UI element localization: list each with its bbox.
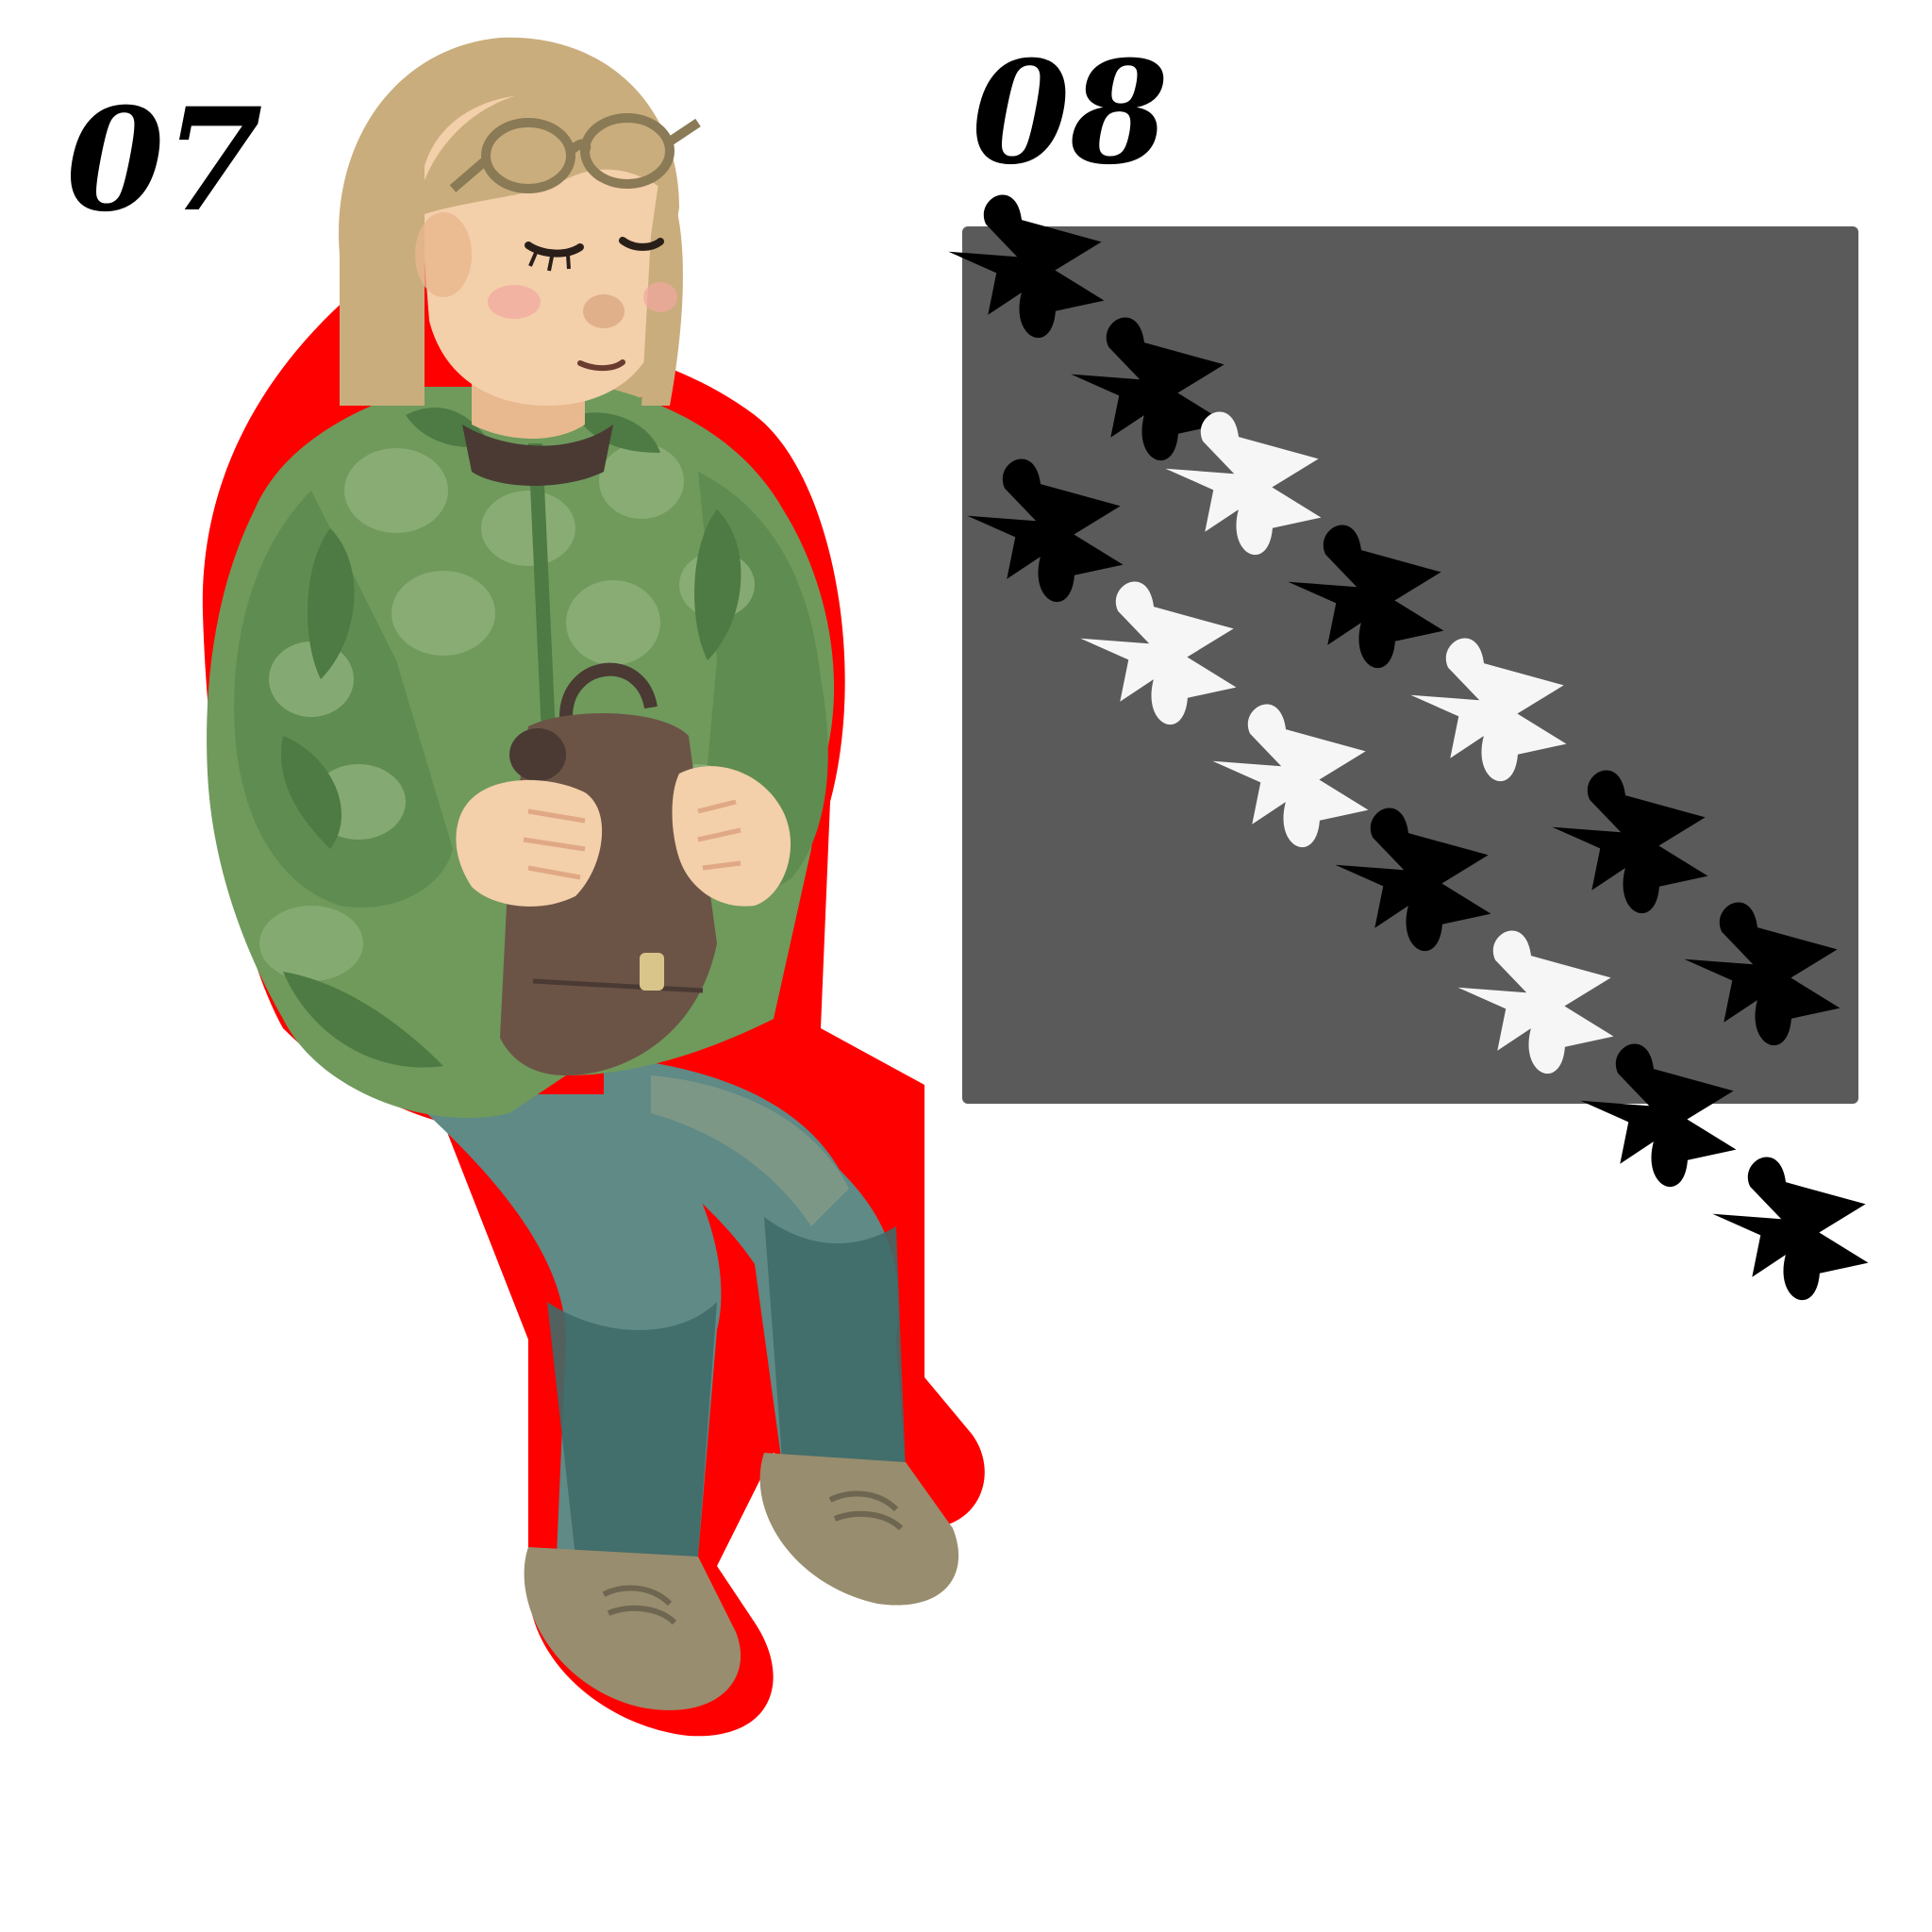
left-cheek-blush (488, 285, 541, 319)
panel-number-08: 08 (972, 30, 1169, 196)
right-closed-eye (619, 237, 664, 251)
right-hand (672, 766, 791, 907)
glasses-on-head-icon (449, 113, 701, 193)
panel-number-07: 07 (66, 77, 263, 243)
tile-pattern (932, 171, 1896, 1328)
right-shoe (759, 1453, 959, 1606)
right-shoe-laces (828, 1491, 904, 1531)
left-closed-eye (525, 242, 584, 258)
seated-woman-figure (202, 37, 985, 1737)
bag-strap-knot (509, 728, 566, 781)
turtleneck-collar (462, 425, 613, 486)
left-shoe-laces (602, 1585, 677, 1625)
bag-handle (559, 662, 658, 718)
cross-piece-black (1696, 1133, 1896, 1328)
bag-clasp (640, 953, 664, 991)
left-eyelashes (528, 252, 571, 272)
hair-left-side (340, 142, 425, 406)
jeans-highlight (651, 1075, 849, 1226)
right-fingers (697, 799, 741, 871)
left-fingers (523, 808, 586, 880)
left-cheek-shadow (415, 212, 472, 297)
left-shoe (524, 1547, 741, 1710)
right-leg-shadow (764, 1217, 906, 1472)
left-leg-shadow (547, 1302, 717, 1557)
left-hand (456, 779, 603, 907)
mouth (577, 359, 625, 372)
right-cheek-blush (643, 282, 677, 312)
bag-flap-line (532, 978, 704, 993)
nose (583, 294, 625, 328)
